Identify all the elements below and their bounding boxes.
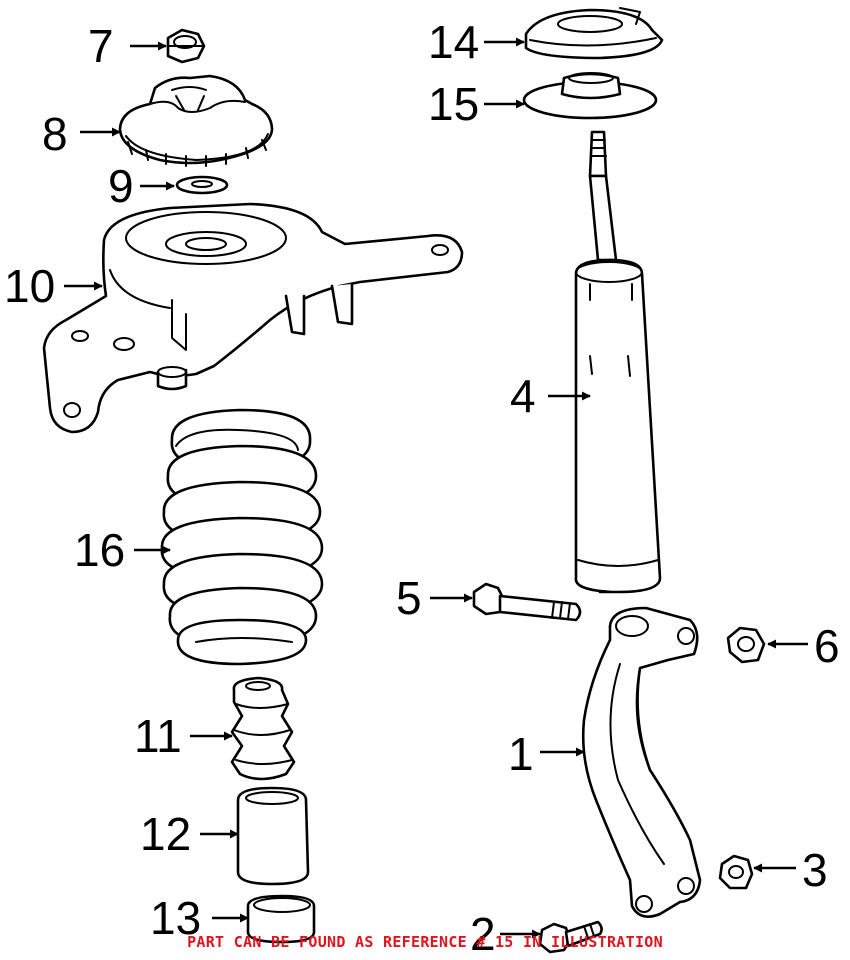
callout-arrows: [64, 37, 808, 939]
bump-cushion-drawing: [246, 894, 316, 944]
callout-10: 10: [4, 260, 55, 312]
callout-4: 4: [510, 370, 536, 422]
callout-9: 9: [108, 160, 134, 212]
callout-2: 2: [470, 908, 496, 960]
spring-insulator-drawing: [522, 72, 658, 120]
coil-spring-drawing: [160, 408, 324, 666]
bracket-nut-drawing: [726, 626, 766, 664]
reference-footnote: PART CAN BE FOUND AS REFERENCE # 15 IN I…: [187, 933, 663, 951]
callout-6: 6: [814, 620, 840, 672]
callout-3: 3: [802, 844, 828, 896]
callout-14: 14: [428, 16, 479, 68]
upper-spring-seat-drawing: [524, 7, 664, 60]
upper-mount-drawing: [118, 74, 274, 167]
callout-11: 11: [134, 710, 182, 762]
shock-absorber-drawing: [574, 130, 662, 594]
dust-boot-drawing: [236, 786, 310, 886]
bracket-bolt-drawing: [472, 582, 582, 622]
washer-drawing: [175, 175, 229, 195]
lower-bolt-drawing: [538, 920, 603, 954]
callout-15: 15: [428, 78, 479, 130]
knuckle-bracket-drawing: [581, 606, 702, 918]
lower-nut-drawing: [718, 854, 754, 890]
callout-7: 7: [88, 20, 114, 72]
callout-13: 13: [150, 892, 201, 944]
callout-16: 16: [74, 524, 125, 576]
callout-12: 12: [140, 808, 191, 860]
callout-5: 5: [396, 572, 422, 624]
callout-labels: 7 8 9 10 16 11 12 13 14 15 4 5 6 1 3 2: [4, 16, 840, 960]
callout-1: 1: [508, 728, 534, 780]
spring-seat-housing-drawing: [42, 202, 464, 434]
top-nut-drawing: [166, 28, 206, 64]
bump-stop-drawing: [230, 676, 296, 781]
callout-8: 8: [42, 108, 68, 160]
